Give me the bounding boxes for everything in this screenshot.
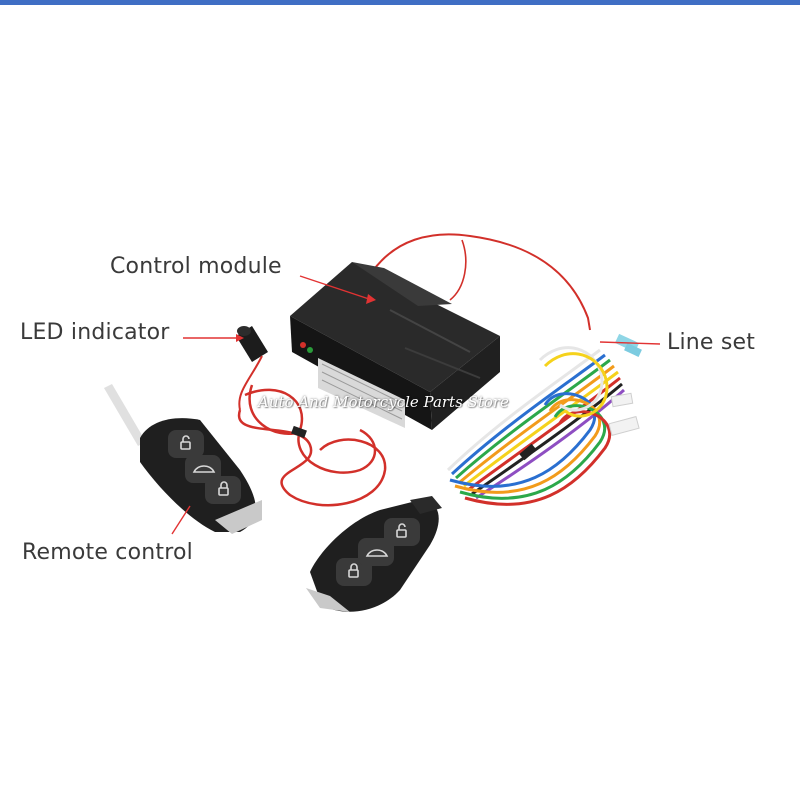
pointer-control-module: [299, 275, 373, 301]
antenna-wire: [371, 233, 591, 331]
remote-left-button-3: [205, 476, 241, 504]
label-led-indicator: LED indicator: [20, 320, 170, 345]
lock-icon: [348, 563, 359, 578]
trunk-icon: [192, 465, 216, 473]
unlock-icon: [396, 523, 407, 538]
wire-tie-line-set: [519, 443, 537, 461]
trunk-icon: [365, 549, 389, 557]
store-watermark: Auto And Motorcycle Parts Store: [258, 393, 509, 411]
pointer-wire-module: [449, 239, 467, 301]
pointer-line-set: [599, 341, 661, 345]
remote-left-button-1: [168, 430, 204, 458]
unlock-icon: [180, 435, 191, 450]
pointer-remote-control: [171, 505, 191, 535]
remote-right-button-3: [384, 518, 420, 546]
control-module: [290, 262, 500, 430]
label-line-set: Line set: [667, 330, 756, 355]
remote-right-button-2: [358, 538, 394, 566]
wire-tie-led: [291, 425, 307, 439]
line-set-bundle: [446, 346, 625, 506]
label-remote-control: Remote control: [22, 540, 193, 565]
top-accent-bar: [0, 0, 800, 5]
label-control-module: Control module: [110, 254, 282, 279]
pointer-lines: [171, 275, 661, 535]
connector-pins: [318, 358, 405, 428]
remote-control-left: [104, 384, 262, 534]
lock-icon: [218, 481, 229, 496]
led-indicator: [236, 326, 268, 411]
remote-control-right: [306, 496, 442, 612]
remote-left-button-2: [185, 455, 221, 483]
